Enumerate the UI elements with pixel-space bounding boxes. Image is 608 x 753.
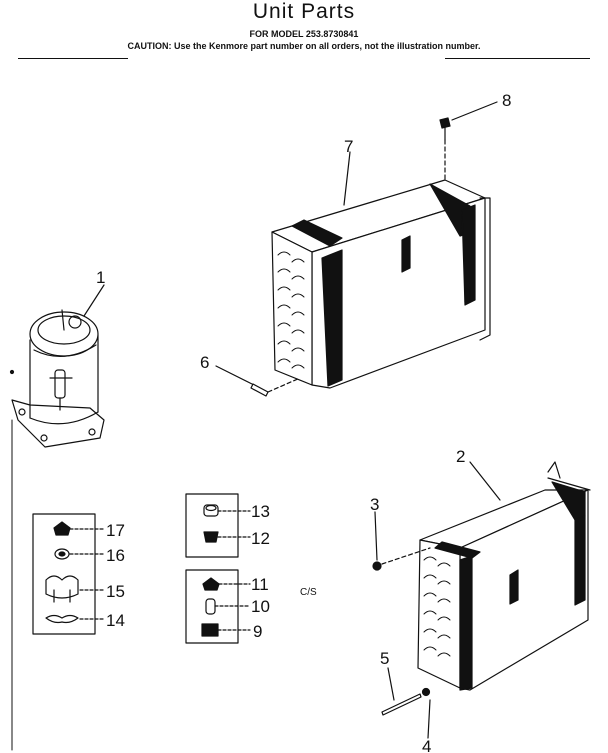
callout-leader-3 (374, 511, 378, 561)
callout-9: 9 (253, 622, 262, 641)
callout-14: 14 (106, 611, 125, 630)
callout-leader-8 (451, 101, 498, 121)
callout-15: 15 (106, 582, 125, 601)
annotation-cs: C/S (300, 587, 317, 598)
screw-part-6 (250, 383, 269, 397)
callout-7: 7 (344, 137, 353, 156)
condenser-coil (417, 461, 591, 691)
callout-10: 10 (251, 597, 270, 616)
model-line: FOR MODEL 253.8730841 (249, 29, 359, 39)
callout-13: 13 (251, 502, 270, 521)
callout-4: 4 (422, 737, 431, 753)
evaporator-coil (271, 179, 491, 389)
callout-12: 12 (251, 529, 270, 548)
compressor (11, 309, 105, 448)
callout-6: 6 (200, 353, 209, 372)
callout-16: 16 (106, 546, 125, 565)
caution-line: CAUTION: Use the Kenmore part number on … (127, 41, 481, 51)
callout-leader-7 (343, 151, 351, 206)
hardware-panel-9-11 (185, 569, 251, 644)
callout-leader-1 (83, 284, 105, 317)
callout-1: 1 (96, 268, 105, 287)
callout-leader-6 (215, 365, 257, 387)
hardware-panel-14-17 (32, 513, 105, 635)
washer-part-4 (421, 687, 431, 697)
page-title: Unit Parts (252, 0, 356, 23)
callout-leader-4 (427, 699, 431, 739)
hardware-panel-12-13 (185, 493, 251, 558)
callout-11: 11 (251, 575, 269, 594)
callout-2: 2 (456, 447, 465, 466)
callout-3: 3 (370, 495, 379, 514)
screw-part-5 (381, 693, 422, 716)
callout-leader-2 (469, 461, 501, 501)
callout-8: 8 (502, 91, 511, 110)
callout-17: 17 (106, 521, 125, 540)
header-rule-right (445, 58, 590, 59)
callout-leader-5 (387, 667, 395, 701)
screw-part-8 (439, 117, 451, 141)
header-rule-left (18, 58, 128, 59)
screw-part-3 (372, 561, 382, 571)
callout-5: 5 (380, 649, 389, 668)
